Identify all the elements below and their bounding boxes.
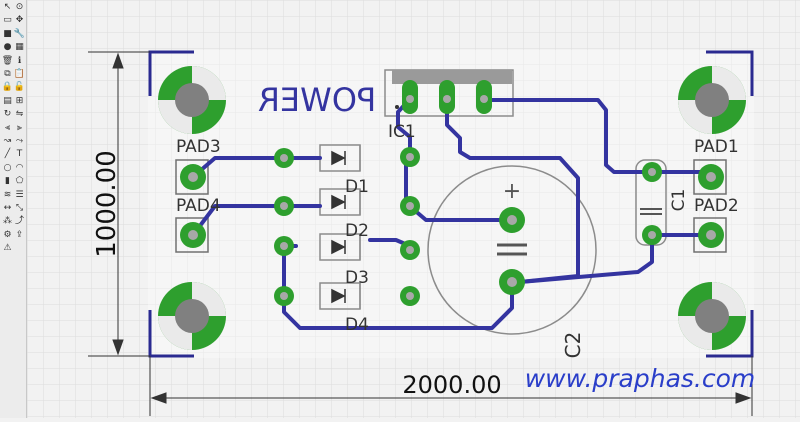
wrench-tool-icon[interactable]: 🔧 <box>13 28 26 39</box>
paste-tool-icon[interactable]: 📋 <box>13 69 26 79</box>
c2-label: C2 <box>561 332 585 359</box>
stack-tool-icon[interactable]: ☰ <box>15 189 24 200</box>
pad-frames <box>175 159 727 253</box>
line-tool-icon[interactable]: ╱ <box>4 149 11 160</box>
rotate-tool-icon[interactable]: ↻ <box>3 109 12 120</box>
dimension-width-label: 2000.00 <box>402 371 501 399</box>
toolbar: ↖⊙▭✥■🔧●▦🗑ℹ ⧉📋 🔒🔓▤⊞↻⇋ ⫷ ⫸ ↝⤳ ╱ T ○◠ ▮ ⬠≋☰↔⤡⁂⤴⚙⇪⚠ <box>0 0 27 418</box>
pcb-canvas[interactable]: 1000.00 2000.00 <box>27 0 800 418</box>
dimension-tool-icon[interactable]: ↔ <box>3 203 12 213</box>
warning-icon[interactable]: ⚠ <box>3 243 12 254</box>
d2-label: D2 <box>345 221 369 241</box>
delete-tool-icon[interactable]: 🗑 <box>1 55 14 66</box>
select-tool-icon[interactable]: ▭ <box>3 15 12 26</box>
mounting-holes <box>158 66 746 350</box>
arc-tool-icon[interactable]: ◠ <box>15 162 24 173</box>
distribute-tool-icon[interactable]: ⫸ <box>16 122 23 133</box>
layer-tool-icon[interactable]: ▤ <box>3 95 12 106</box>
circle-tool-icon[interactable]: ○ <box>3 162 12 173</box>
pad2-label: PAD2 <box>694 196 739 216</box>
measure-tool-icon[interactable]: ⤡ <box>15 203 24 213</box>
mirror-tool-icon[interactable]: ⇋ <box>15 109 24 120</box>
autoroute-tool-icon[interactable]: ⤴ <box>14 216 24 227</box>
text-tool-icon[interactable]: T <box>16 149 23 160</box>
pad4-label: PAD4 <box>176 196 221 216</box>
c2-plus-label: + <box>503 179 521 204</box>
move-tool-icon[interactable]: ✥ <box>15 15 24 26</box>
arrow-tool-icon[interactable]: ↖ <box>3 2 12 12</box>
c2-outline <box>427 165 597 335</box>
d1-label: D1 <box>345 177 369 197</box>
info-tool-icon[interactable]: ℹ <box>17 55 22 66</box>
align-tool-icon[interactable]: ⫷ <box>4 122 11 133</box>
polygon-tool-icon[interactable]: ⬠ <box>15 176 24 187</box>
pad3-label: PAD3 <box>176 137 221 157</box>
export-tool-icon[interactable]: ⇪ <box>15 229 24 240</box>
d4-label: D4 <box>345 315 369 335</box>
watermark-text: www.praphas.com <box>525 364 756 393</box>
fill-tool-icon[interactable]: ▮ <box>5 176 10 187</box>
layers-stack-icon[interactable]: ≋ <box>3 189 12 200</box>
mounting-hole-top-right <box>678 66 746 134</box>
power-label: POWER <box>258 81 377 119</box>
ratsnest-tool-icon[interactable]: ⁂ <box>3 216 12 227</box>
copy-tool-icon[interactable]: ⧉ <box>4 69 11 79</box>
mounting-hole-bottom-right <box>678 282 746 350</box>
diode-symbols <box>331 150 346 304</box>
mounting-hole-top-left <box>158 66 226 134</box>
route-tool-icon[interactable]: ⤳ <box>15 136 24 146</box>
group-tool-icon[interactable]: ⊞ <box>15 95 24 106</box>
pcb-layout[interactable]: 1000.00 2000.00 <box>27 0 800 418</box>
rectangle-tool-icon[interactable]: ■ <box>3 28 12 39</box>
mounting-hole-bottom-left <box>158 282 226 350</box>
zoom-tool-icon[interactable]: ⊙ <box>15 2 24 12</box>
d3-label: D3 <box>345 268 369 288</box>
c2-polarity-symbol <box>497 243 527 256</box>
lock-tool-icon[interactable]: 🔒 <box>1 82 14 93</box>
pad1-label: PAD1 <box>694 137 739 157</box>
dimension-height-label: 1000.00 <box>92 150 122 258</box>
highlight-tool-icon[interactable]: ● <box>3 42 12 53</box>
ic1-label: IC1 <box>388 122 416 142</box>
pads <box>180 80 724 306</box>
drc-tool-icon[interactable]: ⚙ <box>3 229 12 240</box>
unlock-tool-icon[interactable]: 🔓 <box>13 82 26 93</box>
dimension-lines <box>88 51 753 416</box>
grid-tool-icon[interactable]: ▦ <box>15 42 24 53</box>
wire-tool-icon[interactable]: ↝ <box>3 136 12 146</box>
c1-label: C1 <box>669 189 689 212</box>
